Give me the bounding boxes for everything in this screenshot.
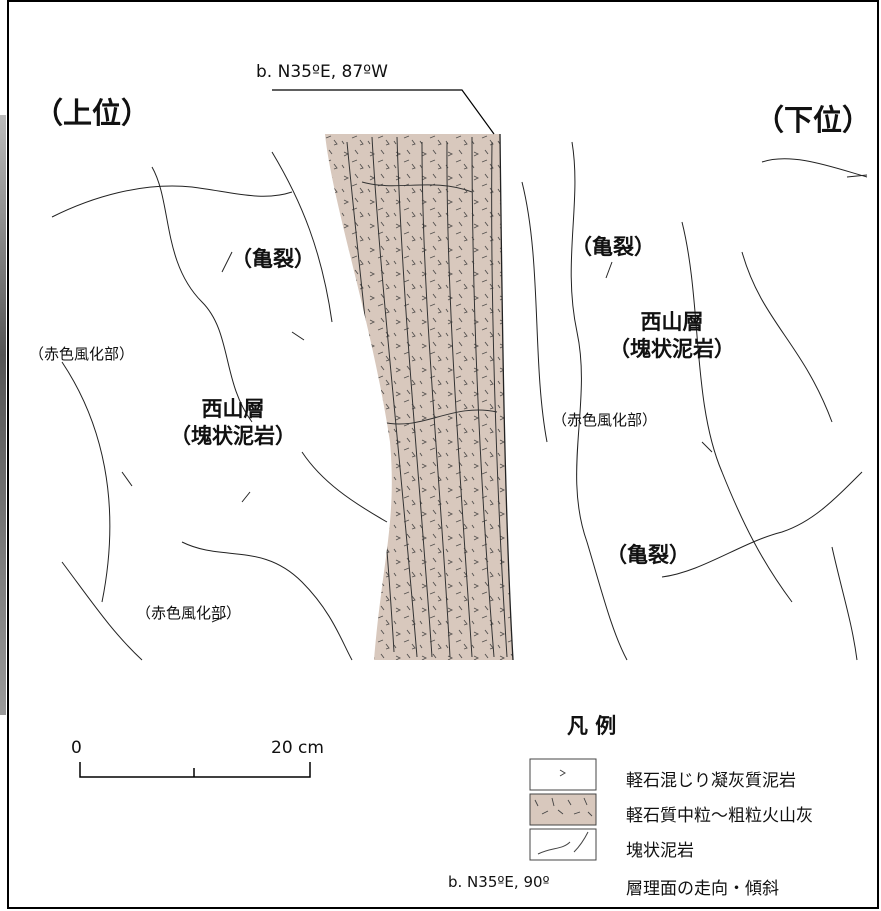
ash-texture [325, 134, 513, 660]
structure-label: b. N35ºE, 87ºW [256, 62, 388, 82]
legend-bedding-symbol: b. N35ºE, 90º [448, 873, 550, 891]
weathered-label: （赤色風化部） [552, 411, 658, 429]
scale-start-label: 0 [71, 738, 82, 758]
weathered-label: （赤色風化部） [29, 345, 135, 363]
crack-lines-right [521, 141, 868, 661]
diagram-frame: b. N35ºE, 87ºW （上位） （下位） （亀裂） （亀裂） （亀裂） … [7, 0, 879, 909]
formation-label-left: 西山層 （塊状泥岩） [170, 396, 296, 451]
legend-label-bedding: 層理面の走向・傾斜 [626, 879, 779, 899]
outcrop-sketch [51, 89, 868, 861]
structure-leader-line [272, 89, 495, 135]
legend-label-mudstone: 塊状泥岩 [626, 841, 694, 861]
legend-symbol-crack-lines [529, 828, 597, 861]
formation-rock-type: （塊状泥岩） [609, 337, 735, 362]
scale-bar [79, 762, 311, 778]
legend-symbol-pumice-dots [529, 758, 597, 791]
formation-name: 西山層 [201, 397, 265, 421]
legend-label-volcanic-ash: 軽石質中粒～粗粒火山灰 [626, 806, 813, 826]
formation-rock-type: （塊状泥岩） [170, 424, 296, 449]
photo-edge-strip [0, 115, 6, 715]
lower-side-label: （下位） [755, 103, 872, 137]
formation-label-right: 西山層 （塊状泥岩） [609, 309, 735, 364]
crack-label: （亀裂） [571, 235, 655, 259]
scale-end-label: 20 cm [271, 738, 324, 758]
crack-label: （亀裂） [606, 543, 690, 567]
weathered-label: （赤色風化部） [136, 604, 242, 622]
legend-title: 凡 例 [567, 714, 617, 738]
formation-name: 西山層 [640, 310, 704, 334]
crack-label: （亀裂） [231, 247, 315, 271]
legend-symbol-ash-fill [529, 793, 597, 826]
crack-lines-left [51, 151, 388, 661]
upper-side-label: （上位） [34, 96, 151, 130]
legend-label-pumice-tuff: 軽石混じり凝灰質泥岩 [626, 771, 796, 791]
